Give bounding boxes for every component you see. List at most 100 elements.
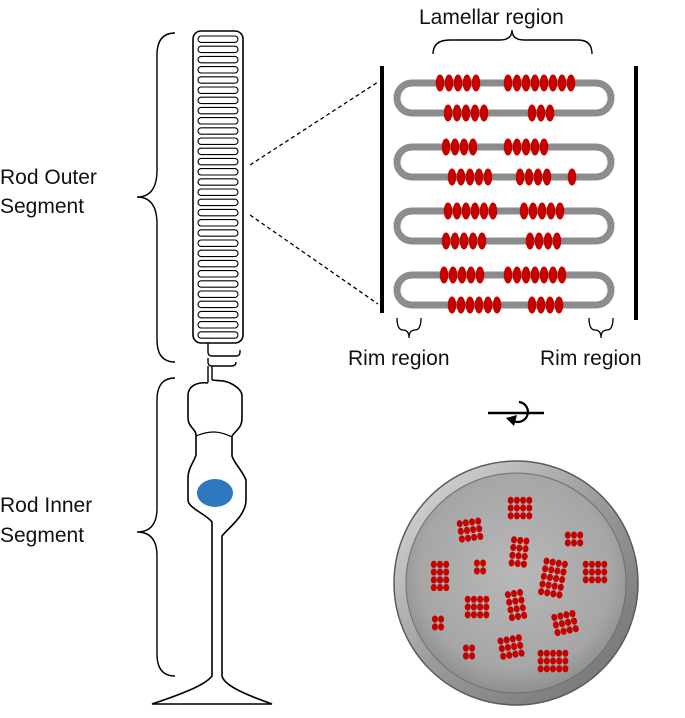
- rhodopsin-dot: [515, 552, 522, 560]
- rhodopsin-dot: [508, 559, 515, 567]
- rhodopsin-dot: [462, 519, 469, 527]
- rhodopsin-dot: [520, 496, 527, 504]
- inner-segment-label-line1: Rod Inner: [0, 494, 92, 517]
- rhodopsin-dimer: [557, 74, 567, 92]
- rhodopsin-dot: [577, 531, 584, 539]
- rhodopsin-dimer: [512, 138, 522, 156]
- rhodopsin-dimer: [554, 296, 564, 314]
- disc: [197, 157, 239, 166]
- rhodopsin-dot: [550, 665, 556, 673]
- rhodopsin-dot: [538, 588, 545, 596]
- disc: [197, 137, 239, 145]
- rhodopsin-dimer: [536, 104, 546, 122]
- disc: [197, 35, 239, 43]
- rhodopsin-dot: [562, 657, 569, 665]
- rhodopsin-dimer: [512, 74, 522, 92]
- rhodopsin-dimer: [555, 202, 565, 220]
- rhodopsin-dimer: [524, 168, 534, 186]
- rhodopsin-dot: [469, 652, 476, 660]
- rhodopsin-dimer: [448, 266, 458, 284]
- disc: [197, 198, 239, 207]
- rhodopsin-dot: [571, 617, 578, 625]
- rhodopsin-dimer: [521, 138, 531, 156]
- disc-closeup: [393, 74, 615, 314]
- rhodopsin-dot: [471, 533, 478, 541]
- rhodopsin-dimer: [444, 74, 454, 92]
- rhodopsin-dot: [480, 559, 487, 567]
- rhodopsin-dot: [507, 496, 514, 504]
- rhodopsin-dot: [537, 665, 544, 673]
- rhodopsin-dot: [438, 623, 445, 631]
- rhodopsin-dot: [520, 560, 527, 568]
- rhodopsin-dot: [550, 590, 557, 598]
- rhodopsin-dot: [537, 657, 544, 665]
- rhodopsin-dot: [470, 525, 477, 534]
- rhodopsin-dimer: [443, 104, 453, 122]
- rhodopsin-dimer: [527, 104, 537, 122]
- rhodopsin-dot: [560, 627, 567, 635]
- rhodopsin-dot: [517, 641, 524, 649]
- rhodopsin-dimer: [557, 266, 567, 284]
- rim-region-brace-left: [396, 317, 422, 339]
- rhodopsin-dimer: [456, 168, 466, 186]
- rhodopsin-dot: [458, 535, 465, 543]
- rhodopsin-dimer: [512, 266, 522, 284]
- rhodopsin-dot: [500, 652, 507, 660]
- rhodopsin-dot: [518, 596, 525, 604]
- rhodopsin-dot: [555, 559, 562, 567]
- lamellar-region-label: Lamellar region: [419, 6, 564, 29]
- rhodopsin-dot: [473, 567, 480, 575]
- rhodopsin-dot: [513, 504, 520, 512]
- rhodopsin-dimer: [468, 138, 478, 156]
- rhodopsin-dot: [545, 581, 552, 589]
- disc: [197, 229, 239, 237]
- rhodopsin-dot: [542, 565, 549, 573]
- rhodopsin-dimer: [447, 296, 457, 314]
- rhodopsin-dimer: [546, 202, 556, 220]
- disc: [197, 96, 239, 105]
- rhodopsin-dimer: [474, 296, 484, 314]
- rhodopsin-dot: [511, 642, 518, 651]
- rhodopsin-dot: [504, 643, 511, 652]
- rhodopsin-dimer: [452, 202, 462, 220]
- rhodopsin-dimer: [461, 104, 471, 122]
- rhodopsin-dot: [556, 591, 563, 599]
- rhodopsin-dimer: [475, 266, 485, 284]
- zoom-line-top: [249, 81, 379, 166]
- rhodopsin-cluster: [551, 609, 579, 637]
- rhodopsin-dot: [526, 512, 533, 520]
- rim-region-brace-right: [588, 317, 614, 339]
- rod-cell: [151, 30, 273, 705]
- rhodopsin-dot: [546, 573, 553, 582]
- rhodopsin-dimer: [527, 296, 537, 314]
- rhodopsin-dot: [556, 657, 563, 665]
- rhodopsin-dot: [465, 534, 472, 542]
- rhodopsin-dot: [539, 580, 546, 588]
- rhodopsin-dot: [520, 504, 527, 512]
- rhodopsin-dot: [497, 637, 504, 645]
- rhodopsin-dot: [463, 526, 470, 535]
- inner-segment-brace: [136, 377, 176, 677]
- rhodopsin-dot: [506, 651, 513, 659]
- rhodopsin-dot: [503, 636, 510, 644]
- rhodopsin-dot: [509, 635, 516, 643]
- rhodopsin-dimer: [539, 266, 549, 284]
- rhodopsin-dimer: [479, 104, 489, 122]
- rhodopsin-dot: [431, 615, 438, 623]
- disc-membrane: [393, 143, 615, 181]
- connecting-cilium: [207, 343, 241, 383]
- rhodopsin-dot: [510, 589, 518, 598]
- rhodopsin-dimer: [534, 232, 544, 250]
- rhodopsin-dot: [515, 634, 522, 642]
- rhodopsin-dimer: [441, 138, 451, 156]
- rhodopsin-dot: [504, 591, 511, 599]
- rhodopsin-dot: [437, 584, 443, 592]
- rhodopsin-dot: [480, 567, 487, 575]
- rhodopsin-dimer: [479, 202, 489, 220]
- disc: [197, 280, 239, 288]
- rhodopsin-dot: [477, 611, 484, 619]
- rhodopsin-dot: [582, 576, 589, 584]
- rhodopsin-dimer: [492, 296, 502, 314]
- rhodopsin-dot: [559, 576, 566, 584]
